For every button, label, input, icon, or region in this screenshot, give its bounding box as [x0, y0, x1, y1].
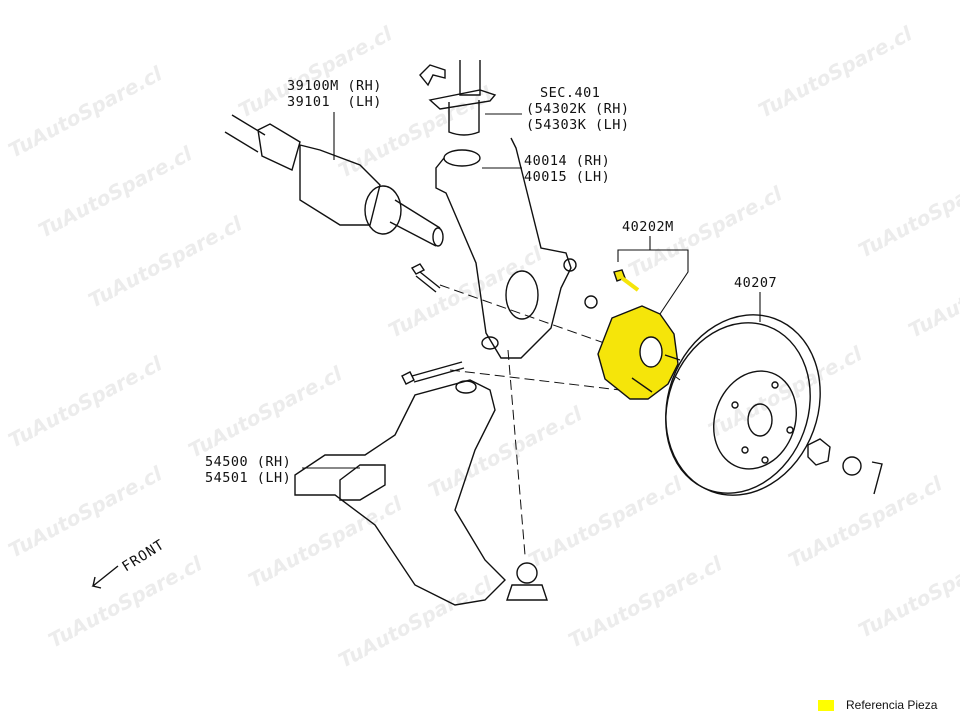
label-knuckle-rh: 40014 (RH) [524, 153, 611, 169]
hub-nut[interactable] [807, 438, 862, 476]
nut[interactable] [584, 295, 598, 309]
wheel-hub-assembly[interactable] [597, 269, 681, 400]
leader-lines [302, 112, 761, 469]
label-strut-rh: (54302K (RH) [526, 101, 630, 117]
steering-knuckle[interactable] [435, 137, 577, 359]
label-hub: 40202M [622, 219, 674, 235]
legend-swatch [818, 699, 834, 711]
label-strut-lh: (54303K (LH) [526, 117, 630, 133]
lower-control-arm[interactable] [294, 379, 548, 606]
legend-label: Referencia Pieza [846, 698, 938, 712]
knuckle-bolt-upper[interactable] [410, 263, 441, 293]
front-arrow-icon [91, 565, 119, 589]
label-lower-arm-rh: 54500 (RH) [205, 454, 292, 470]
label-knuckle-lh: 40015 (LH) [524, 169, 611, 185]
drive-shaft[interactable] [224, 114, 444, 247]
knuckle-bolt-lower[interactable] [401, 361, 465, 385]
label-strut-section: SEC.401 [540, 85, 601, 101]
cotter-pin[interactable] [871, 461, 883, 495]
strut[interactable] [419, 60, 497, 136]
label-lower-arm-lh: 54501 (LH) [205, 470, 292, 486]
legend: Referencia Pieza [818, 698, 937, 712]
label-rotor: 40207 [734, 275, 778, 291]
label-drive-shaft-rh: 39100M (RH) [287, 78, 382, 94]
brake-rotor[interactable] [641, 293, 845, 517]
label-drive-shaft-lh: 39101 (LH) [287, 94, 382, 110]
